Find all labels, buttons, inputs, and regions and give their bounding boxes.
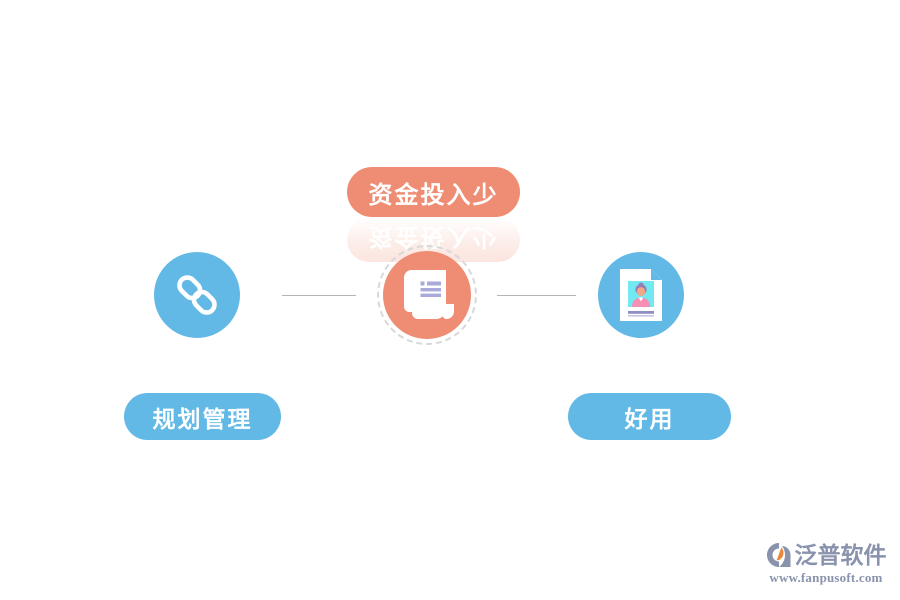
watermark-url-text: www.fanpusoft.com [769,570,883,585]
watermark: 泛普软件 www.fanpusoft.com [762,538,890,590]
chain-link-icon [169,267,225,323]
center-node-dashed-ring [377,245,477,345]
node-left-circle[interactable] [154,252,240,338]
top-pill-label[interactable]: 资金投入少 [347,167,520,217]
connector-left-to-center [282,295,356,296]
scroll-document-icon [398,268,456,322]
id-card-resume-icon [618,267,664,323]
connector-center-to-right [497,295,576,296]
watermark-brand-text: 泛普软件 [794,541,887,568]
fanpu-logo-icon [766,542,792,568]
node-right-circle[interactable] [598,252,684,338]
watermark-brand-row: 泛普软件 [766,542,887,568]
right-node-pill-label[interactable]: 好用 [568,393,731,440]
node-center-circle[interactable] [383,251,471,339]
left-node-pill-label[interactable]: 规划管理 [124,393,281,440]
